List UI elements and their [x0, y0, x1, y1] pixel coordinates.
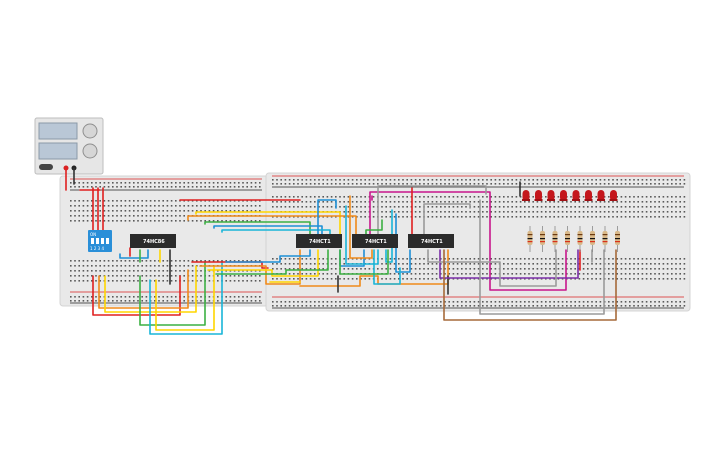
- resistor[interactable]: [577, 226, 583, 252]
- wire-green: [204, 221, 311, 235]
- wire-red: [92, 275, 181, 316]
- wire-gray: [427, 249, 557, 287]
- wire-gray: [479, 199, 605, 315]
- led[interactable]: [597, 190, 605, 201]
- resistor[interactable]: [590, 226, 595, 252]
- led[interactable]: [584, 190, 593, 201]
- chip-74hc86[interactable]: 74HC86: [130, 234, 176, 248]
- chip-label: 74HCT1: [421, 239, 443, 245]
- wire-blue: [119, 249, 149, 259]
- wire-green: [215, 249, 329, 275]
- led[interactable]: [522, 190, 530, 201]
- wire-cyan: [373, 249, 401, 285]
- led[interactable]: [559, 190, 568, 201]
- resistor[interactable]: [602, 226, 608, 252]
- led[interactable]: [534, 190, 543, 201]
- wire-orange: [98, 269, 189, 309]
- wire-cyan: [345, 205, 379, 265]
- wire-orange: [187, 215, 357, 235]
- led[interactable]: [572, 190, 580, 201]
- resistor[interactable]: [540, 226, 545, 252]
- dip-switch-label: ON: [90, 232, 96, 237]
- wire-purple: [439, 249, 579, 279]
- wire-green: [339, 249, 389, 275]
- chip-label: 74HCT1: [365, 239, 387, 245]
- chip-label: 74HCT1: [309, 239, 331, 245]
- chip-74hct-3[interactable]: 74HCT1: [408, 234, 454, 248]
- wire-brown: [443, 249, 617, 321]
- wire-cyan: [149, 261, 223, 335]
- wire-cyan: [221, 229, 331, 235]
- voltage-knob[interactable]: [82, 123, 98, 139]
- wire-orange: [199, 249, 301, 285]
- resistor-array[interactable]: [527, 226, 621, 252]
- dip-toggle-4[interactable]: [106, 238, 109, 244]
- wire-yellow: [207, 249, 319, 277]
- wire-magenta: [369, 191, 567, 291]
- dip-switch-numbers: 1 2 3 4: [90, 246, 104, 251]
- led[interactable]: [547, 190, 555, 201]
- wires[interactable]: [65, 167, 617, 335]
- resistor[interactable]: [552, 226, 558, 252]
- power-switch[interactable]: [39, 164, 53, 170]
- chip-74hct-1[interactable]: 74HCT1: [296, 234, 342, 248]
- wire-yellow: [155, 265, 215, 331]
- wire-blue: [225, 249, 311, 263]
- resistor[interactable]: [615, 226, 620, 252]
- dip-toggle-3[interactable]: [101, 238, 104, 244]
- voltage-display: [38, 122, 78, 140]
- current-knob[interactable]: [82, 143, 98, 159]
- wire-yellow: [195, 211, 341, 235]
- dip-toggle-1[interactable]: [91, 238, 94, 244]
- led[interactable]: [609, 190, 618, 201]
- dip-toggle-2[interactable]: [96, 238, 99, 244]
- chip-label: 74HC86: [143, 239, 165, 245]
- wire-orange: [349, 195, 373, 259]
- dip-switch[interactable]: ON 1 2 3 4: [88, 230, 112, 252]
- power-supply[interactable]: [34, 117, 104, 175]
- wire-gray: [423, 203, 471, 235]
- wire-green: [139, 261, 206, 326]
- led-array[interactable]: [522, 190, 618, 201]
- current-display: [38, 142, 78, 160]
- resistor[interactable]: [565, 226, 570, 252]
- wire-blue: [317, 199, 337, 235]
- wire-gray: [377, 185, 487, 235]
- wire-green: [365, 219, 383, 235]
- resistor[interactable]: [527, 226, 533, 252]
- chip-74hct-2[interactable]: 74HCT1: [352, 234, 398, 248]
